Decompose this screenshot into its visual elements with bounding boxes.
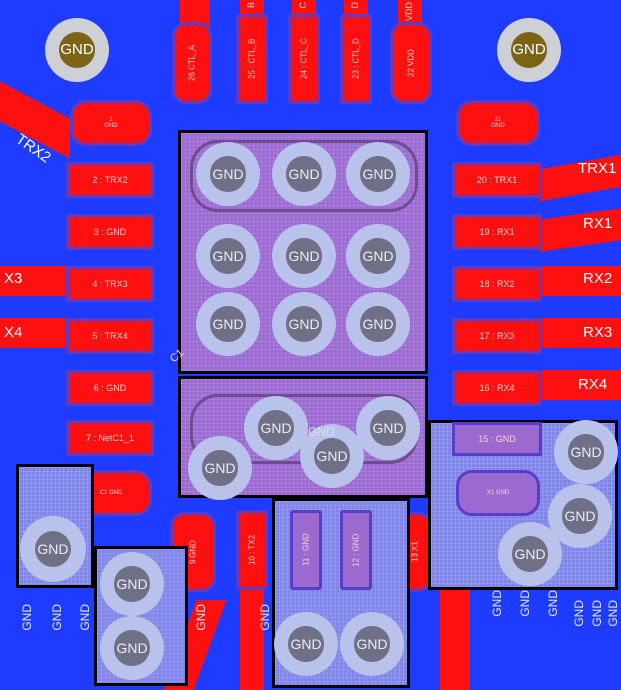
gnd-net-label: GND — [572, 600, 586, 627]
gnd-net-label: GND — [50, 604, 64, 631]
net-label: X4 — [4, 324, 23, 341]
pad-right[interactable]: 16 : RX4 — [452, 370, 542, 406]
pour-slot — [190, 140, 418, 212]
mount-hole-label: GND — [511, 32, 547, 68]
net-label: X3 — [4, 270, 23, 287]
mount-hole[interactable]: GND — [497, 18, 561, 82]
net-label: RX2 — [583, 270, 613, 287]
pad-15[interactable]: 15 : GND — [452, 422, 542, 456]
mount-hole[interactable]: GND — [45, 18, 109, 82]
net-label: RX4 — [578, 376, 608, 393]
pad-right[interactable]: 17 : RX3 — [452, 318, 542, 354]
gnd-via[interactable]: GND — [100, 552, 164, 616]
gnd-via[interactable]: GND — [20, 516, 86, 582]
gnd-via[interactable]: GND — [548, 484, 612, 548]
net-label: RX1 — [583, 215, 613, 232]
gnd-via[interactable]: GND — [356, 396, 420, 460]
pad-left[interactable]: 3 : GND — [66, 214, 154, 250]
pad-26[interactable]: 26 CTL_A — [172, 22, 212, 104]
gnd-via[interactable]: GND — [196, 224, 260, 288]
trace — [0, 318, 70, 348]
gnd-label: GND — [308, 425, 335, 439]
gnd-via[interactable]: GND — [300, 424, 364, 488]
trace — [398, 0, 422, 24]
gnd-net-label: GND — [546, 590, 560, 617]
gnd-via[interactable]: GND — [554, 420, 618, 484]
pad-22[interactable]: 22 VDD — [390, 22, 432, 104]
gnd-via[interactable]: GND — [100, 616, 164, 680]
pad-10[interactable]: 10 : TX2 — [236, 510, 268, 590]
pad-left[interactable]: 6 : GND — [66, 370, 154, 406]
net-label: TRX1 — [578, 160, 617, 177]
gnd-net-label: GND — [490, 590, 504, 617]
pad-right[interactable]: 20 : TRX1 — [452, 162, 542, 198]
edge-label: C — [298, 2, 308, 9]
gnd-via[interactable]: GND — [340, 612, 404, 676]
pad-left[interactable]: 5 : TRX4 — [66, 318, 154, 354]
gnd-via[interactable]: GND — [346, 224, 410, 288]
gnd-net-label: GND — [194, 604, 208, 631]
gnd-net-label: GND — [590, 600, 604, 627]
gnd-via[interactable]: GND — [272, 224, 336, 288]
gnd-net-label: GND — [518, 590, 532, 617]
gnd-net-label: GND — [20, 604, 34, 631]
gnd-via[interactable]: GND — [498, 522, 562, 586]
gnd-via[interactable]: GND — [272, 292, 336, 356]
pad-right[interactable]: 18 : RX2 — [452, 266, 542, 302]
pad-24[interactable]: 24 : CTL_C — [288, 14, 320, 104]
trace — [540, 318, 621, 348]
gnd-via[interactable]: GND — [244, 396, 308, 460]
x1-pad[interactable]: X1 GND — [456, 470, 540, 516]
edge-label: VDD — [404, 2, 414, 22]
pad-left[interactable]: 7 : NetC1_1 — [66, 420, 154, 456]
gnd-via[interactable]: GND — [274, 612, 338, 676]
edge-label: B — [246, 2, 256, 9]
gnd-via[interactable]: GND — [196, 142, 260, 206]
trace — [540, 370, 621, 400]
gnd-net-label: GND — [606, 600, 620, 627]
trace — [540, 266, 621, 296]
net-label: RX3 — [583, 324, 613, 341]
pad-23[interactable]: 23 : CTL_D — [340, 14, 372, 104]
trace — [0, 266, 70, 296]
pad-11[interactable]: 11 : GND — [290, 510, 322, 590]
gnd-via[interactable]: GND — [272, 142, 336, 206]
gnd-via[interactable]: GND — [196, 292, 260, 356]
pad-25[interactable]: 25 : CTL_B — [236, 14, 268, 104]
mount-hole-label: GND — [59, 32, 95, 68]
gnd-via[interactable]: GND — [188, 436, 252, 500]
gnd-net-label: GND — [258, 604, 272, 631]
pad-left[interactable]: 4 : TRX3 — [66, 266, 154, 302]
edge-label: D — [350, 2, 360, 9]
pad-right[interactable]: 19 : RX1 — [452, 214, 542, 250]
trace — [240, 580, 264, 690]
pad-12[interactable]: 12 : GND — [340, 510, 372, 590]
gnd-via[interactable]: GND — [346, 142, 410, 206]
gnd-net-label: GND — [78, 604, 92, 631]
gnd-via[interactable]: GND — [346, 292, 410, 356]
pad-left[interactable]: 2 : TRX2 — [66, 162, 154, 198]
trace — [440, 580, 470, 690]
